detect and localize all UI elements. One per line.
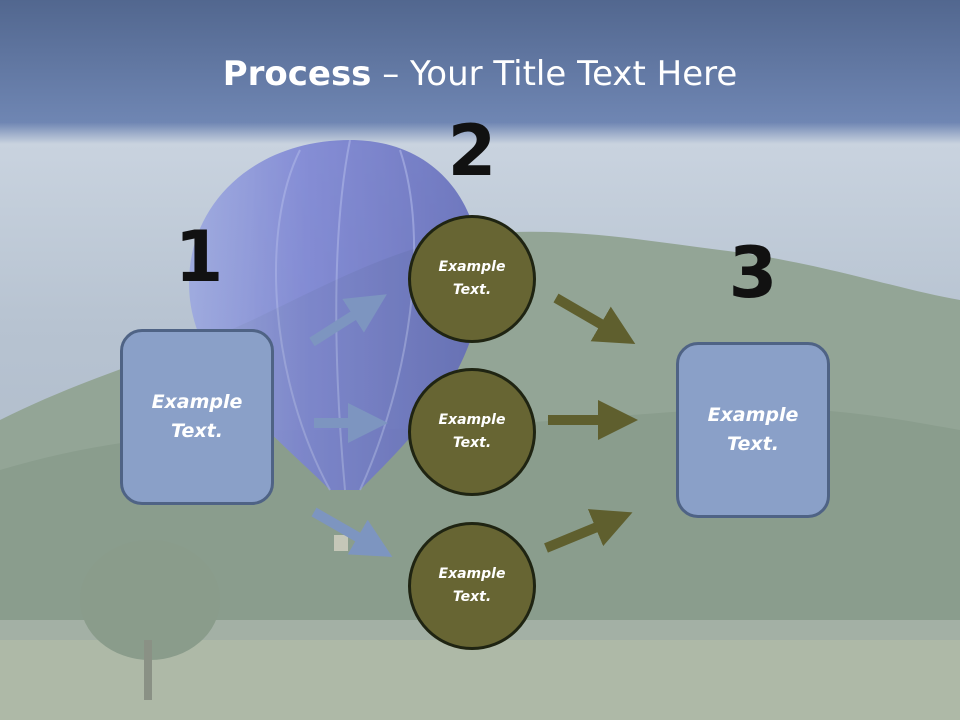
step2-circle-bottom-label: Example Text. [438,566,506,605]
step-number-2: 2 [447,110,497,192]
arrow-blue-up [309,294,387,347]
arrow-olive-down [544,509,633,553]
step2-circle-top: Example Text. [408,215,536,343]
step2-circle-top-label: Example Text. [438,259,506,298]
arrow-olive-up [553,293,636,345]
step2-circle-bottom: Example Text. [408,522,536,650]
step1-box: Example Text. [120,329,274,505]
step3-label: Example Text. [707,404,799,455]
title-bold: Process [222,54,372,94]
arrow-blue-down [311,507,393,557]
step1-label: Example Text. [151,391,243,442]
step2-circle-middle-label: Example Text. [438,412,506,451]
slide-title: Process – Your Title Text Here [0,52,960,96]
title-rest: – Your Title Text Here [371,54,738,94]
step3-box: Example Text. [676,342,830,518]
step2-circle-middle: Example Text. [408,368,536,496]
step-number-1: 1 [174,216,224,298]
step-number-3: 3 [728,232,778,314]
